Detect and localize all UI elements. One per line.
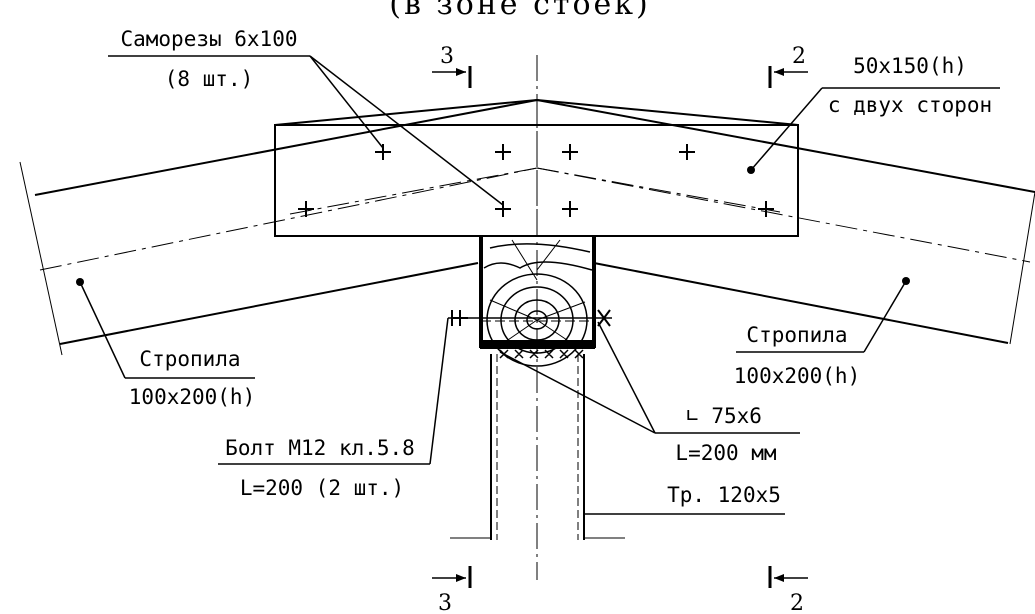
board-label-note: с двух сторон <box>828 93 992 117</box>
right-rafter <box>536 99 1035 345</box>
rafter-left-callout: Стропила 100х200(h) <box>79 281 255 409</box>
rafter-right-callout: Стропила 100х200(h) <box>734 280 907 388</box>
section-label-2-bottom: 2 <box>790 591 804 614</box>
left-rafter <box>19 99 538 356</box>
screws-callout: Саморезы 6х100 (8 шт.) <box>108 27 504 206</box>
section-label-3-top: 3 <box>440 44 454 69</box>
bolt-callout: Болт М12 кл.5.8 L=200 (2 шт.) <box>218 317 449 500</box>
board-callout: 50х150(h) с двух сторон <box>750 54 1000 171</box>
steel-pipe-column <box>450 354 625 540</box>
bolt-label-name: Болт М12 кл.5.8 <box>225 436 415 460</box>
rafter-left-label-size: 100х200(h) <box>129 385 255 409</box>
pipe-callout: Тр. 120х5 <box>584 483 785 515</box>
section-label-2-top: 2 <box>792 44 806 69</box>
bolt-label-len: L=200 (2 шт.) <box>240 476 404 500</box>
bolt <box>448 309 612 327</box>
angle-callout: ∟ 75х6 L=200 мм <box>499 321 800 465</box>
section-marker-3-bottom: 3 <box>432 566 472 614</box>
angle-label-len: L=200 мм <box>675 441 777 465</box>
section-marker-2-top: 2 <box>768 44 808 88</box>
rafter-right-label-name: Стропила <box>746 323 847 347</box>
pipe-label-name: Тр. 120х5 <box>667 483 781 507</box>
rafter-right-label-size: 100х200(h) <box>734 364 860 388</box>
section-marker-2-bottom: 2 <box>768 566 808 614</box>
drawing-title: (в зоне стоек) <box>389 0 651 22</box>
angle-label-name: ∟ 75х6 <box>686 404 762 428</box>
screws-label-name: Саморезы 6х100 <box>120 27 297 51</box>
rafter-left-label-name: Стропила <box>139 347 240 371</box>
board-label-size: 50х150(h) <box>853 54 967 78</box>
section-label-3-bottom: 3 <box>438 591 452 614</box>
screws-label-qty: (8 шт.) <box>165 67 254 91</box>
screw-marks <box>298 144 774 217</box>
section-marker-3-top: 3 <box>432 44 472 88</box>
